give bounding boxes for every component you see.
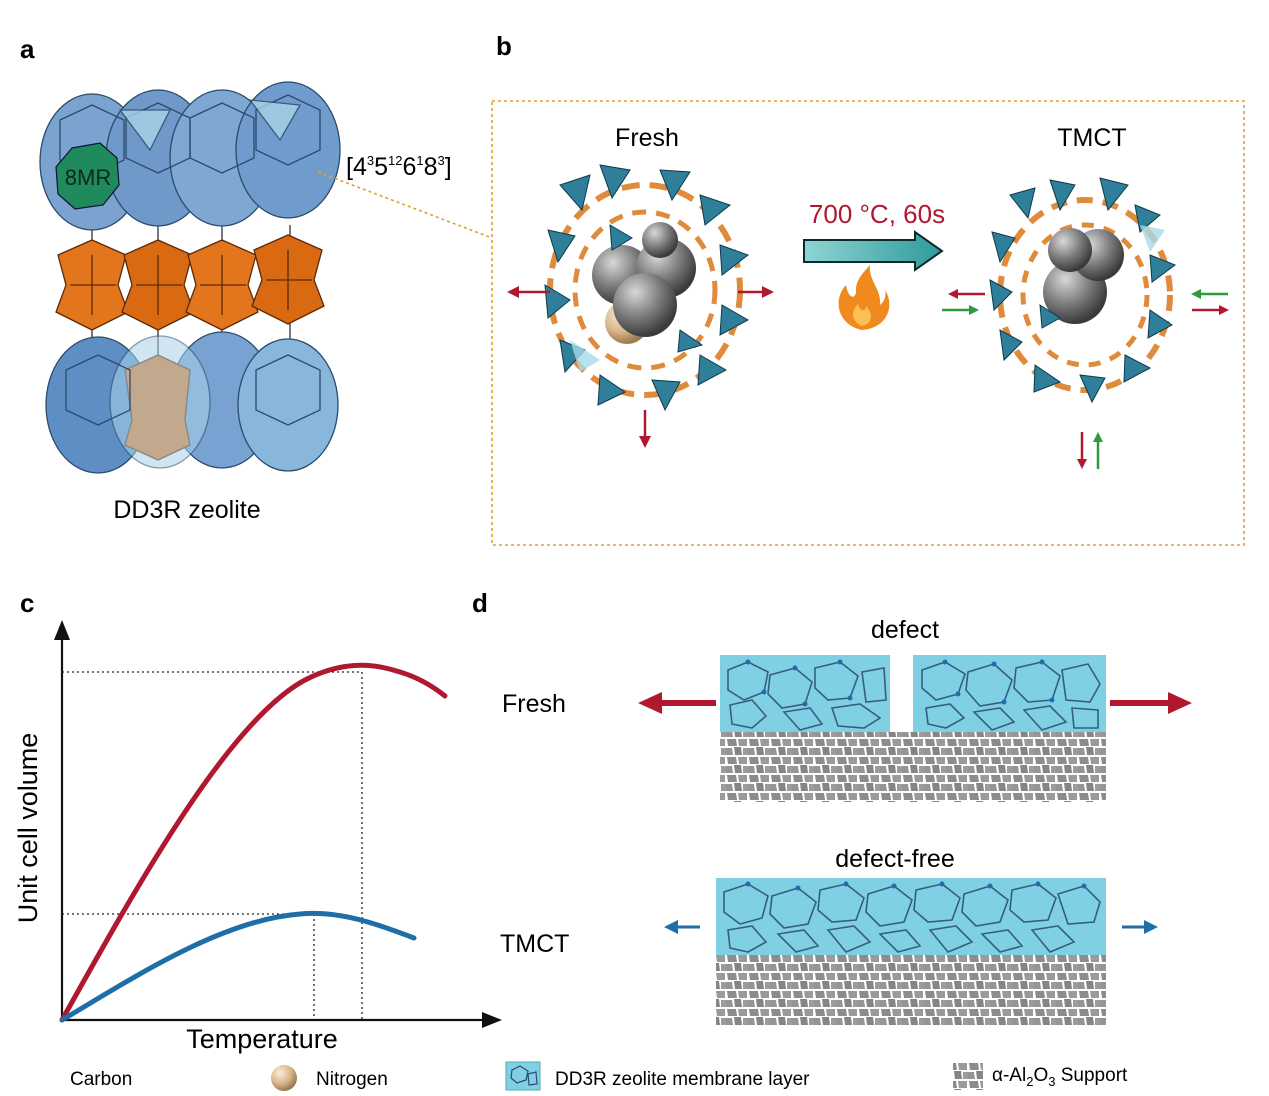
panel-d-letter: d <box>472 588 488 618</box>
defect-label: defect <box>871 616 939 644</box>
dd3r-structure-illustration: 8MR <box>39 81 493 474</box>
x-axis-label: Temperature <box>186 1024 338 1054</box>
tmct-membrane <box>716 878 1106 1025</box>
fresh-expansion-arrows <box>507 286 774 448</box>
tmct-framework <box>989 177 1177 404</box>
legend-membrane-label: DD3R zeolite membrane layer <box>555 1069 810 1090</box>
peak-guides <box>62 671 363 1020</box>
legend: Carbon Nitrogen DD3R zeolite membrane la… <box>70 1061 1128 1091</box>
fresh-stress-arrows <box>638 692 1192 714</box>
flame-icon <box>838 265 890 330</box>
legend-nitrogen-label: Nitrogen <box>316 1069 388 1090</box>
membrane-swatch-pattern <box>510 1065 538 1086</box>
fresh-curve <box>59 662 448 1023</box>
panel-b-letter: b <box>496 31 512 61</box>
tmct-stress-arrows <box>664 920 1158 934</box>
unit-cell-volume-plot: Unit cell volume Temperature <box>13 620 502 1054</box>
fresh-title: Fresh <box>615 124 679 152</box>
panel-a-caption: DD3R zeolite <box>113 496 260 524</box>
tmct-membrane-layer <box>716 878 1106 955</box>
panel-c-letter: c <box>20 588 34 618</box>
process-arrow <box>803 230 944 272</box>
zoom-frame <box>491 100 1245 546</box>
d-fresh-label: Fresh <box>502 690 566 718</box>
fresh-framework <box>544 164 750 412</box>
support-swatch-icon <box>953 1062 983 1090</box>
d-tmct-label: TMCT <box>500 930 569 958</box>
fresh-membrane <box>720 655 1106 802</box>
zoom-guide-line <box>317 171 493 239</box>
nitrogen-sphere-icon <box>271 1065 297 1091</box>
tmct-title: TMCT <box>1057 124 1126 152</box>
cage-formula: [435126183] <box>346 153 452 181</box>
tmct-support-layer <box>716 955 1106 1025</box>
y-axis-arrowhead <box>54 620 70 640</box>
legend-support-label: α-Al2O3 Support <box>992 1065 1128 1089</box>
x-axis-arrowhead <box>482 1012 502 1028</box>
defect-free-label: defect-free <box>835 845 955 873</box>
blue-cage-bottom-row <box>45 331 339 474</box>
orange-cage-row <box>55 234 325 331</box>
legend-carbon-label: Carbon <box>70 1069 132 1090</box>
panel-a-letter: a <box>20 34 35 64</box>
fresh-support-layer <box>720 732 1106 802</box>
y-axis-label: Unit cell volume <box>13 733 43 924</box>
tmct-curve <box>59 910 417 1023</box>
treatment-condition: 700 °C, 60s <box>809 199 945 229</box>
tmct-balanced-arrows <box>942 289 1229 469</box>
fresh-membrane-left <box>720 655 890 732</box>
8mr-label: 8MR <box>65 165 111 190</box>
8mr-ring: 8MR <box>55 142 120 210</box>
